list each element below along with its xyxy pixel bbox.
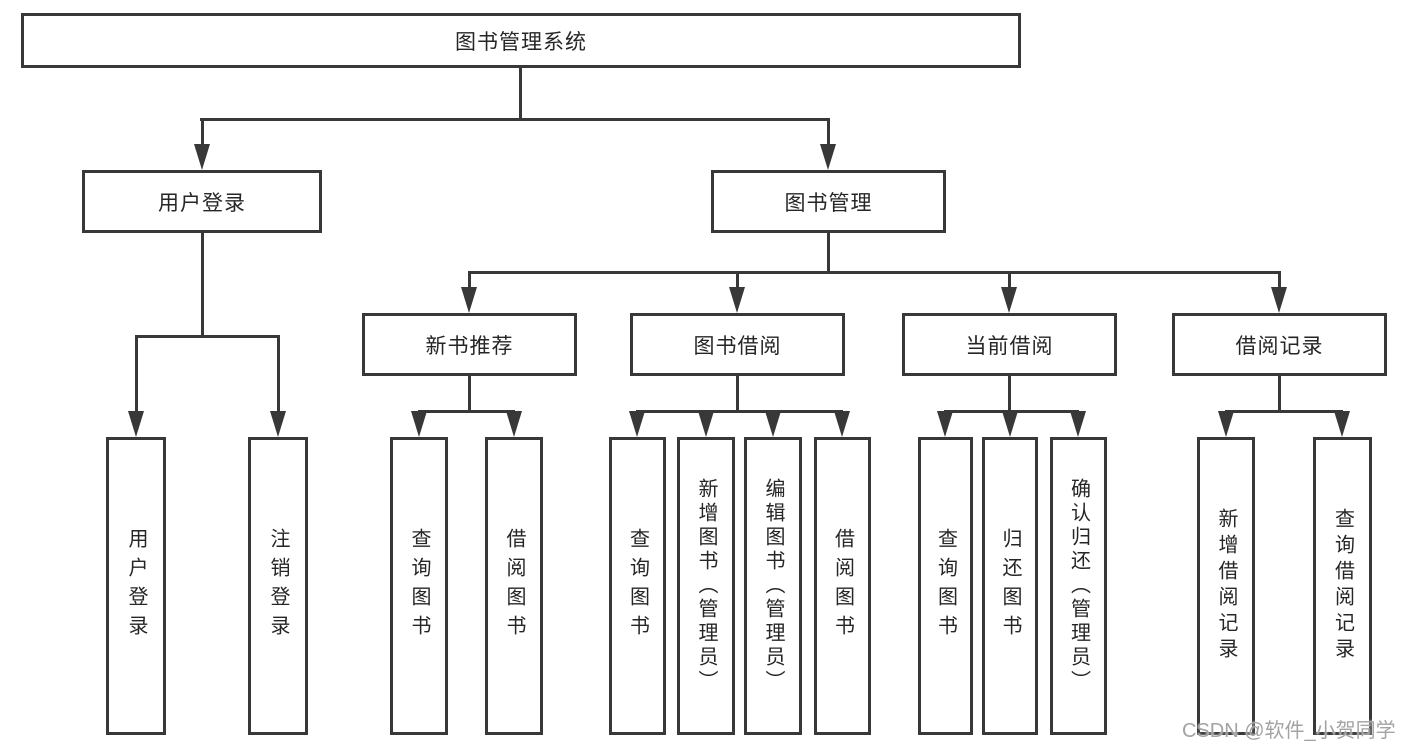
- leaf-query-borrow-record: 查询借阅记录: [1313, 437, 1372, 735]
- arrowhead-query-book-borrow: [629, 411, 645, 437]
- leaf-return-book-label: 归还图书: [999, 528, 1021, 644]
- edge-stem-current-borrow: [1008, 271, 1011, 289]
- arrowhead-borrow-records: [1271, 287, 1287, 313]
- edge-stem-new-book-recommend: [468, 271, 471, 289]
- arrowhead-edit-book-admin: [765, 411, 781, 437]
- node-current-borrow: 当前借阅: [902, 313, 1117, 376]
- leaf-query-book-borrow: 查询图书: [609, 437, 666, 735]
- arrowhead-book-management: [820, 144, 836, 170]
- leaf-borrow-book-borrow-label: 借阅图书: [831, 528, 854, 644]
- node-root-label: 图书管理系统: [455, 30, 587, 54]
- arrowhead-add-borrow-record: [1218, 411, 1234, 437]
- arrowhead-new-book-recommend: [461, 287, 477, 313]
- node-user-login-label: 用户登录: [158, 191, 246, 215]
- node-borrow-records: 借阅记录: [1172, 313, 1387, 376]
- edge-book-management-trunk: [827, 233, 830, 273]
- arrowhead-book-borrow: [729, 287, 745, 313]
- node-user-login: 用户登录: [82, 170, 322, 233]
- leaf-borrow-book-recommend-label: 借阅图书: [503, 528, 525, 644]
- arrowhead-borrow-book-recommend: [506, 411, 522, 437]
- edge-book-borrow-crossbar: [636, 410, 843, 413]
- leaf-add-book-admin: 新增图书（管理员）: [677, 437, 735, 735]
- edge-stem-book-borrow: [736, 271, 739, 289]
- arrowhead-user-login: [194, 144, 210, 170]
- leaf-confirm-return-admin: 确认归还（管理员）: [1050, 437, 1107, 735]
- leaf-return-book: 归还图书: [982, 437, 1038, 735]
- edge-user-login-trunk: [201, 233, 204, 337]
- edge-stem-book-management: [827, 118, 830, 148]
- arrowhead-query-book-current: [937, 411, 953, 437]
- leaf-confirm-return-admin-label: 确认归还（管理员）: [1067, 478, 1090, 694]
- leaf-user-login: 用户登录: [106, 437, 166, 735]
- edge-root-trunk: [519, 68, 522, 118]
- leaf-borrow-book-borrow: 借阅图书: [814, 437, 871, 735]
- node-book-management: 图书管理: [711, 170, 946, 233]
- edge-stem-leaf-user-login: [135, 335, 138, 415]
- arrowhead-borrow-book-borrow: [834, 411, 850, 437]
- arrowhead-add-book-admin: [698, 411, 714, 437]
- arrowhead-confirm-return-admin: [1070, 411, 1086, 437]
- csdn-watermark: CSDN @软件_小贺同学: [1182, 720, 1396, 742]
- leaf-edit-book-admin: 编辑图书（管理员）: [744, 437, 802, 735]
- node-book-management-label: 图书管理: [784, 191, 873, 215]
- edge-new-book-recommend-crossbar: [418, 410, 515, 413]
- leaf-add-borrow-record-label: 新增借阅记录: [1215, 508, 1237, 664]
- leaf-user-login-label: 用户登录: [125, 528, 147, 644]
- leaf-edit-book-admin-label: 编辑图书（管理员）: [762, 478, 784, 694]
- edge-stem-borrow-records: [1278, 271, 1281, 289]
- edge-user-login-crossbar: [135, 335, 280, 338]
- arrowhead-leaf-logout: [270, 411, 286, 437]
- edge-borrow-records-trunk: [1278, 376, 1281, 412]
- node-new-book-recommend: 新书推荐: [362, 313, 577, 376]
- leaf-query-book-recommend: 查询图书: [390, 437, 448, 735]
- node-book-borrow: 图书借阅: [630, 313, 845, 376]
- node-borrow-records-label: 借阅记录: [1235, 334, 1324, 358]
- node-book-borrow-label: 图书借阅: [693, 334, 782, 358]
- arrowhead-query-borrow-record: [1334, 411, 1350, 437]
- edge-borrow-records-crossbar: [1225, 410, 1343, 413]
- edge-root-crossbar: [200, 118, 830, 121]
- arrowhead-current-borrow: [1001, 287, 1017, 313]
- node-root: 图书管理系统: [21, 13, 1021, 68]
- edge-new-book-recommend-trunk: [468, 376, 471, 412]
- leaf-query-book-recommend-label: 查询图书: [408, 528, 430, 644]
- arrowhead-return-book: [1002, 411, 1018, 437]
- leaf-query-book-borrow-label: 查询图书: [626, 528, 649, 644]
- leaf-query-borrow-record-label: 查询借阅记录: [1331, 508, 1354, 664]
- node-current-borrow-label: 当前借阅: [965, 334, 1054, 358]
- leaf-logout-label: 注销登录: [267, 528, 289, 644]
- edge-book-management-crossbar: [468, 271, 1281, 274]
- leaf-query-book-current: 查询图书: [918, 437, 973, 735]
- edge-stem-user-login: [201, 118, 204, 148]
- edge-book-borrow-trunk: [736, 376, 739, 412]
- leaf-add-borrow-record: 新增借阅记录: [1197, 437, 1255, 735]
- arrowhead-query-book-recommend: [411, 411, 427, 437]
- leaf-borrow-book-recommend: 借阅图书: [485, 437, 543, 735]
- node-new-book-recommend-label: 新书推荐: [425, 334, 514, 358]
- leaf-logout: 注销登录: [248, 437, 308, 735]
- edge-stem-leaf-logout: [277, 335, 280, 415]
- arrowhead-leaf-user-login: [128, 411, 144, 437]
- leaf-add-book-admin-label: 新增图书（管理员）: [695, 478, 717, 694]
- leaf-query-book-current-label: 查询图书: [934, 528, 957, 644]
- edge-current-borrow-trunk: [1008, 376, 1011, 412]
